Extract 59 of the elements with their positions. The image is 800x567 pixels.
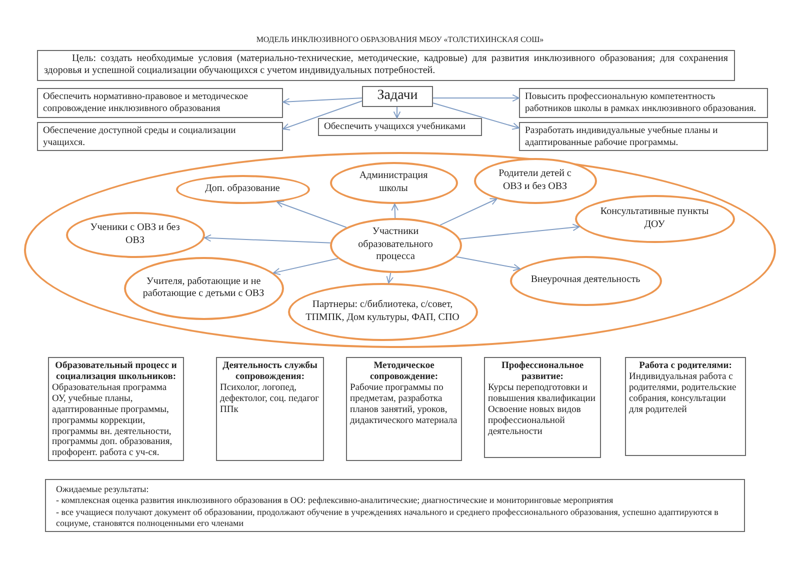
info-box [484, 357, 601, 458]
ellipse-label: Консультативные пункты ДОУ [599, 206, 710, 231]
ellipse-label: Ученики с ОВЗ и без ОВЗ [89, 222, 181, 247]
results-item: - комплексная оценка развития инклюзивного образования в ОО: рефлексивно-аналитические; диагностические и мониторинговые мероприятия [56, 495, 614, 506]
box-text: ППк [220, 404, 240, 416]
arrow [456, 256, 520, 272]
task-box [37, 88, 283, 118]
arrow [282, 100, 362, 130]
arrow [282, 98, 362, 106]
arrow [276, 200, 347, 228]
box-text: Освоение новых видов профессиональной деятельности [488, 404, 582, 438]
task-box [519, 122, 768, 151]
task-text: Обеспечить учащихся учебниками [324, 121, 467, 132]
ellipse-label: Администрация школы [358, 170, 429, 195]
box-text: Рабочие программы по предметам, разработка планов занятий, уроков, дидактического материала [350, 382, 458, 427]
arrow [432, 94, 520, 102]
arrow [204, 234, 331, 244]
box-heading: Профессиональное развитие: [500, 361, 585, 383]
task-text: Обеспечение доступной среды и социализации учащихся. [43, 125, 237, 148]
task-text: Разработать индивидуальные учебные планы и адаптированные рабочие программы. [525, 125, 719, 148]
arrow [273, 258, 338, 276]
goal-box [37, 50, 735, 81]
task-box [519, 88, 768, 118]
task-box [37, 122, 283, 151]
tasks-heading: Задачи [376, 88, 419, 105]
task-text: Повысить профессиональную компетентность работников школы в рамках инклюзивного образования. [525, 91, 758, 114]
box-text: Образовательная программа ОУ, учебные планы, адаптированные программы, программы коррекции, программы вн. деятельности, программы доп. образования, профорент. работа с уч-ся. [52, 382, 174, 460]
arrow [460, 224, 580, 240]
box-heading: Деятельность службы сопровождения: [222, 361, 318, 383]
results-item: - все учащиеся получают документ об образовании, продолжают обучение в учреждениях начального и среднего профессионального образования, успешно адаптируются в социуме, становятся полноценными его членами [56, 506, 720, 529]
ellipse-label: Участники образовательного процесса [357, 226, 434, 264]
box-text: Психолог, логопед, дефектолог, соц. педагог [220, 382, 320, 405]
info-box [625, 357, 746, 456]
task-box [362, 86, 433, 107]
participants-ellipse [24, 152, 776, 348]
box-heading: Образовательный процесс и социализация школьников: [54, 361, 178, 383]
arrow [386, 272, 394, 284]
arrow [432, 102, 520, 130]
ellipse-label: Внеурочная деятельность [530, 274, 642, 287]
task-box [318, 118, 482, 136]
diagram-title: МОДЕЛЬ ИНКЛЮЗИВНОГО ОБРАЗОВАНИЯ МБОУ «ТОЛСТИХИНСКАЯ СОШ» [255, 35, 545, 44]
goal-text: Цель: создать необходимые условия (материально-технические, методические, кадровые) для развития инклюзивного образования; для сохранения здоровья и успешной социализации обучающихся с учетом индивидуальных потребностей. [44, 53, 728, 77]
info-box [346, 357, 462, 461]
ellipse-label: Родители детей с ОВЗ и без ОВЗ [498, 168, 572, 193]
results-heading: Ожидаемые результаты: [56, 484, 150, 496]
info-box [48, 357, 184, 461]
info-box [216, 357, 324, 461]
ellipse-label: Учителя, работающие и не работающие с детьми с ОВЗ [142, 276, 266, 300]
box-heading: Работа с родителями: [638, 361, 733, 372]
ellipse-label: Партнеры: с/библиотека, с/совет, ТПМПК, Дом культуры, ФАП, СПО [304, 299, 460, 324]
arrow [393, 106, 401, 118]
arrow [391, 204, 399, 218]
box-heading: Методическое сопровождение: [368, 361, 440, 383]
ellipse-label: Доп. образование [204, 182, 281, 196]
results-box [45, 479, 745, 532]
arrow [440, 198, 498, 226]
box-text: Курсы переподготовки и повышения квалификации [488, 382, 596, 405]
box-text: Индивидуальная работа с родителями, родительские собрания, консультации для родителей [629, 372, 738, 416]
task-text: Обеспечить нормативно-правовое и методическое сопровождение инклюзивного образования [43, 91, 249, 114]
